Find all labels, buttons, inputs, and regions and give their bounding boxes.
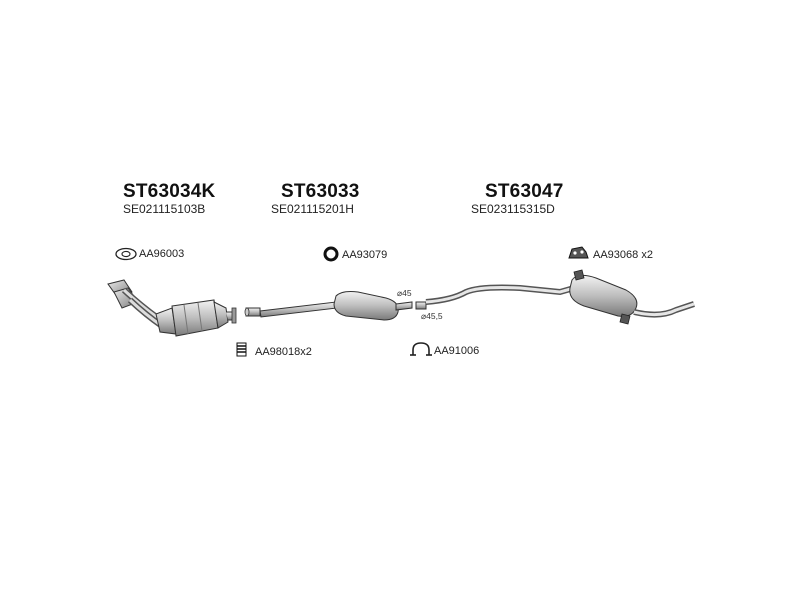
clamp-icon <box>410 342 432 356</box>
pipe-outlet-diameter: ⌀45,5 <box>421 311 443 321</box>
spring-qty: x2 <box>300 346 312 358</box>
rear-silencer-drawing <box>415 269 695 325</box>
rubber-mount-qty: x2 <box>641 249 653 261</box>
part-number-catalyst: ST63034K <box>123 181 216 202</box>
spring-label: AA98018x2 <box>255 346 312 358</box>
rubber-mount-label: AA93068 x2 <box>593 249 653 261</box>
clamp-label: AA91006 <box>434 345 480 357</box>
gasket-label: AA96003 <box>139 248 185 260</box>
middle-silencer-drawing <box>244 291 413 321</box>
ring-icon <box>323 246 339 262</box>
reference-catalyst: SE021115103B <box>123 202 206 216</box>
catalytic-converter-drawing <box>107 279 237 337</box>
pipe-inlet-diameter: ⌀45 <box>397 288 412 298</box>
ring-label: AA93079 <box>342 249 388 261</box>
rubber-mount-code: AA93068 <box>593 249 639 261</box>
spring-code: AA98018 <box>255 346 301 358</box>
part-number-rear-silencer: ST63047 <box>485 181 564 202</box>
rubber-mount-icon <box>568 246 589 259</box>
reference-rear-silencer: SE023115315D <box>471 202 555 216</box>
part-number-middle-silencer: ST63033 <box>281 181 360 202</box>
reference-middle-silencer: SE021115201H <box>271 202 354 216</box>
spring-icon <box>236 342 247 357</box>
gasket-icon <box>115 247 137 261</box>
